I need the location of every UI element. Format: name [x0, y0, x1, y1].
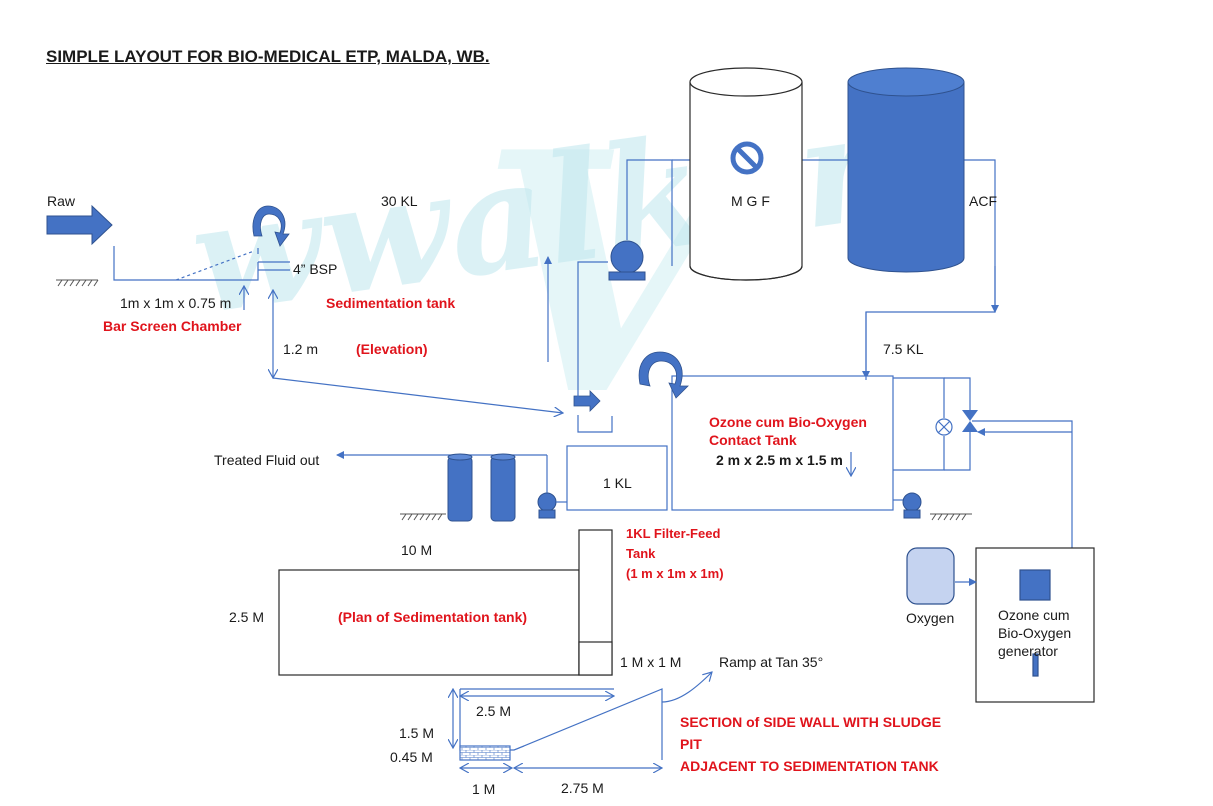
section-height-label: 1.5 M	[399, 725, 435, 741]
bar-screen-dims-label: 1m x 1m x 0.75 m	[120, 295, 232, 311]
ground-mark	[930, 513, 972, 521]
valve-icon	[935, 418, 953, 436]
generator-feed-line	[972, 420, 1073, 548]
flow-arrow-icon	[573, 390, 601, 412]
bar-screen-chamber	[113, 246, 259, 281]
oxygen-cylinder-icon	[906, 547, 955, 605]
ground-mark	[56, 279, 99, 287]
mgf-label: M G F	[731, 193, 770, 209]
oxygen-label: Oxygen	[906, 610, 955, 626]
page-title: SIMPLE LAYOUT FOR BIO-MEDICAL ETP, MALDA…	[46, 47, 490, 66]
filter-cartridge-icon	[490, 453, 516, 522]
generator-panel	[1019, 569, 1051, 601]
section-top-width-label: 2.5 M	[476, 703, 512, 719]
ozone-tank-label-1: Ozone cum Bio-Oxygen	[709, 414, 867, 430]
plan-title-label: (Plan of Sedimentation tank)	[338, 609, 528, 625]
generator-label-3: generator	[998, 643, 1058, 659]
rotation-arrow-icon	[638, 351, 689, 399]
rotation-arrow-icon	[252, 205, 290, 247]
pump-icon	[902, 492, 922, 519]
bypass-line	[893, 377, 945, 418]
sedimentation-floor-line	[272, 377, 563, 413]
valve-line	[944, 377, 971, 410]
pump-discharge-pipe	[626, 159, 673, 266]
pump-suction-pipe	[577, 261, 608, 400]
ramp-pointer	[661, 672, 712, 703]
no-entry-icon	[730, 141, 764, 175]
acf-tank	[847, 67, 965, 273]
filter-feed-label-1: 1KL Filter-Feed	[626, 526, 721, 541]
outlet-chamber	[577, 415, 613, 433]
sludge-pit	[578, 641, 613, 676]
one-kl-tank	[566, 445, 668, 511]
generator-label-1: Ozone cum	[998, 607, 1070, 623]
capacity-30kl-label: 30 KL	[381, 193, 418, 209]
ground-mark	[400, 513, 446, 521]
raw-label: Raw	[47, 193, 76, 209]
section-pit-width-label: 1 M	[472, 781, 496, 797]
bar-screen	[175, 250, 255, 281]
section-title-1: SECTION of SIDE WALL WITH SLUDGE	[680, 714, 942, 730]
sludge-pit-section	[459, 745, 511, 761]
ozone-tank-label-2: Contact Tank	[709, 432, 797, 448]
generator-outlet	[1032, 653, 1039, 677]
section-title-3: ADJACENT TO SEDIMENTATION TANK	[680, 758, 939, 774]
elevation-label: (Elevation)	[356, 341, 428, 357]
acf-label: ACF	[969, 193, 997, 209]
pump-icon	[537, 492, 557, 519]
pump-icon	[608, 240, 646, 281]
ramp-label: Ramp at Tan 35°	[719, 654, 824, 670]
filter-feed-label-2: Tank	[626, 546, 656, 561]
treated-fluid-label: Treated Fluid out	[214, 452, 320, 468]
section-pit-depth-label: 0.45 M	[390, 749, 433, 765]
bar-screen-chamber-label: Bar Screen Chamber	[103, 318, 242, 334]
filter-feed-dims-label: (1 m x 1m x 1m)	[626, 566, 724, 581]
section-title-2: PIT	[680, 736, 702, 752]
mgf-tank	[689, 67, 803, 281]
ozone-contact-tank	[671, 375, 894, 511]
sedimentation-tank-label: Sedimentation tank	[326, 295, 456, 311]
section-ramp-length-label: 2.75 M	[561, 780, 604, 796]
plan-sedimentation-tank	[278, 569, 580, 676]
capacity-7-5kl-label: 7.5 KL	[883, 341, 924, 357]
generator-label-2: Bio-Oxygen	[998, 625, 1072, 641]
bsp-label: 4” BSP	[293, 261, 338, 277]
plan-length-label: 10 M	[401, 542, 433, 558]
valve-icon	[962, 410, 978, 432]
ozone-tank-dims-label: 2 m x 2.5 m x 1.5 m	[716, 452, 843, 468]
capacity-1kl-label: 1 KL	[603, 475, 632, 491]
outlet-pipe	[258, 261, 290, 271]
plan-width-label: 2.5 M	[229, 609, 265, 625]
elevation-height-label: 1.2 m	[283, 341, 319, 357]
raw-inflow-arrow-icon	[46, 204, 113, 246]
pit-size-label: 1 M x 1 M	[620, 654, 682, 670]
filter-cartridge-icon	[447, 453, 473, 522]
